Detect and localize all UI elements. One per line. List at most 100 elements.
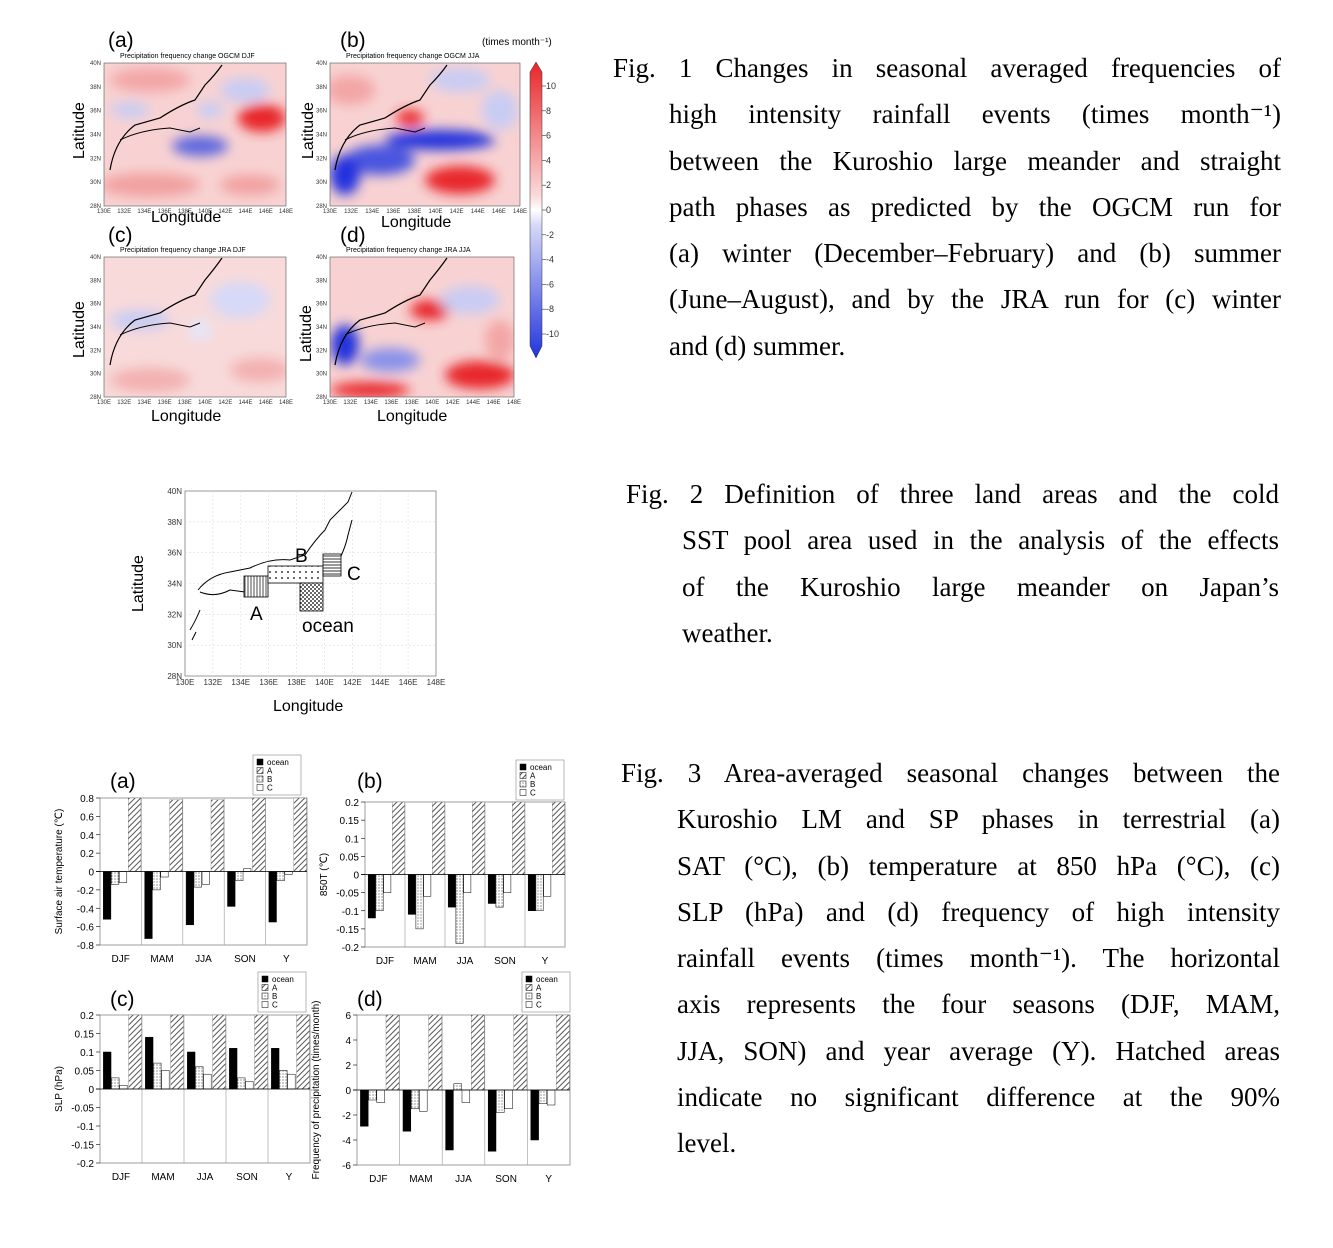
fig3-legend-label: ocean — [272, 975, 294, 984]
fig3-bar-C — [504, 1089, 513, 1109]
fig3-bar-C — [287, 1073, 296, 1090]
fig1-ylabel-c: Latitude — [71, 301, 88, 358]
fig3-category-label: Y — [283, 954, 290, 965]
fig3-legend-label: A — [530, 772, 536, 781]
fig3-bar-A — [103, 871, 112, 920]
fig3-legend-swatch — [525, 984, 533, 991]
caption-fig1: Fig. 1 Changes in seasonal averaged freq… — [613, 45, 1281, 369]
fig1-colorbar-tick: 4 — [546, 155, 551, 165]
fig1-lat-tick: 40N — [90, 255, 101, 261]
fig3-category-label: MAM — [150, 954, 173, 965]
fig3-legend-swatch — [261, 984, 269, 991]
fig3-bar-ocean — [428, 1014, 442, 1091]
fig1-lat-tick: 40N — [316, 255, 327, 261]
fig3-category-label: SON — [495, 1174, 517, 1185]
fig1-lon-tick: 144E — [466, 400, 480, 406]
fig3-legend-swatch — [519, 763, 527, 771]
fig3-ytick-label: -6 — [342, 1161, 351, 1172]
caption-fig1-line: high intensity rainfall events (times mo… — [669, 99, 1281, 130]
fig1-lon-tick: 136E — [384, 400, 398, 406]
fig1-colorbar-tick: -4 — [546, 255, 554, 265]
fig1-lon-tick: 136E — [158, 209, 172, 215]
fig1-lat-tick: 30N — [316, 180, 327, 186]
fig3-bar-C — [245, 1081, 254, 1090]
fig1-xlabel-c: Longitude — [151, 408, 222, 425]
caption-fig1-line: (June–August), and by the JRA run for (c… — [669, 284, 1281, 315]
fig3-legend-label: C — [267, 784, 273, 793]
fig1-lat-tick: 34N — [316, 325, 327, 331]
fig3-legend-label: ocean — [530, 763, 552, 772]
fig3-ytick-label: -0.05 — [71, 1104, 94, 1115]
fig3-ytick-label: 0 — [345, 1086, 351, 1097]
fig3-bar-ocean — [293, 797, 307, 872]
fig3-ytick-label: 0.8 — [80, 794, 94, 805]
fig3-bar-B — [153, 1062, 162, 1090]
fig3-bar-B — [152, 871, 161, 891]
fig3-ytick-label: 0.2 — [80, 1011, 94, 1022]
fig3-ytick-label: 0.05 — [75, 1067, 95, 1078]
caption-fig3-line: Kuroshio LM and SP phases in terrestrial… — [677, 804, 1280, 835]
fig1-panel-letter-a: (a) — [108, 29, 134, 52]
fig3-bar-C — [376, 1089, 385, 1103]
fig1-lat-tick: 30N — [90, 372, 101, 378]
fig2-lon-tick: 138E — [287, 678, 306, 687]
caption-fig3-line: Fig. 3 Area-averaged seasonal changes be… — [621, 758, 1280, 788]
fig1-map-a — [103, 62, 287, 207]
fig3-category-label: SON — [236, 1172, 258, 1183]
fig1-colorbar-tick: -6 — [546, 279, 554, 289]
fig1-lon-tick: 140E — [198, 209, 212, 215]
fig3-bar-C — [119, 1085, 128, 1090]
fig1-lon-tick: 138E — [405, 400, 419, 406]
fig3-bar-A — [229, 1048, 238, 1090]
caption-fig1-line: between the Kuroshio large meander and s… — [669, 145, 1281, 176]
fig1-colorbar-tick: -10 — [546, 329, 559, 339]
fig3-ytick-label: 0.4 — [80, 831, 94, 842]
fig1-ylabel-b: Latitude — [300, 102, 317, 159]
fig3-bar-ocean — [169, 799, 183, 872]
fig3-bar-A — [145, 1036, 154, 1090]
fig3-ytick-label: 2 — [345, 1061, 351, 1072]
fig1-lat-tick: 40N — [90, 61, 101, 67]
fig1-lat-tick: 36N — [316, 302, 327, 308]
fig3-ytick-label: -0.1 — [77, 1122, 95, 1133]
fig1-lon-tick: 130E — [97, 400, 111, 406]
fig1-lon-tick: 134E — [365, 209, 379, 215]
fig3-ytick-label: -4 — [342, 1136, 351, 1147]
fig1-panel-title-b: Precipitation frequency change OGCM JJA — [346, 53, 480, 60]
fig3-legend-swatch — [256, 775, 264, 783]
fig3-category-label: Y — [542, 956, 549, 967]
fig2-lon-tick: 142E — [343, 678, 362, 687]
fig3-bar-B — [235, 871, 244, 881]
fig3-bar-ocean — [472, 801, 485, 875]
fig3-legend-label: A — [272, 984, 278, 993]
fig1-lon-tick: 148E — [513, 209, 527, 215]
fig2-lat-tick: 32N — [167, 610, 182, 619]
fig1-lat-tick: 34N — [90, 133, 101, 139]
fig1-lon-tick: 138E — [178, 400, 192, 406]
fig1-lat-tick: 32N — [316, 348, 327, 354]
fig2-lat-tick: 28N — [167, 672, 182, 681]
fig3-ytick-label: 0.1 — [345, 834, 359, 845]
fig2-lon-tick: 144E — [371, 678, 390, 687]
fig1-lat-tick: 28N — [90, 395, 101, 401]
fig2-area-ocean — [299, 582, 324, 612]
fig3-bar-A — [185, 871, 194, 926]
fig3-legend-label: ocean — [267, 758, 289, 767]
fig2-area-c — [322, 553, 342, 577]
fig3-ytick-label: 0 — [88, 1085, 94, 1096]
fig3-bar-B — [538, 1089, 548, 1104]
fig3-bar-ocean — [254, 1014, 268, 1090]
fig3-ytick-label: -0.2 — [77, 886, 95, 897]
fig1-lon-tick: 144E — [471, 209, 485, 215]
fig3-bar-A — [407, 874, 416, 915]
fig2-area-a — [243, 575, 269, 598]
fig1-lon-tick: 134E — [137, 400, 151, 406]
fig3-bar-ocean — [128, 1014, 142, 1090]
fig3-category-label: JJA — [197, 1172, 214, 1183]
caption-fig3-line: SAT (°C), (b) temperature at 850 hPa (°C… — [677, 850, 1280, 881]
fig1-colorbar-tick: -2 — [546, 230, 554, 240]
fig1-lon-tick: 138E — [178, 209, 192, 215]
